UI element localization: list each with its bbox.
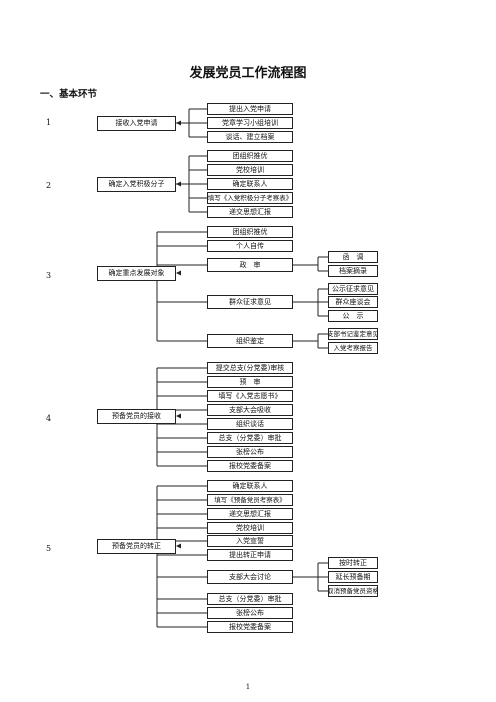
sub-box: 函 调 (328, 251, 378, 263)
step-box: 提交总支(分党委)审核 (207, 362, 293, 374)
step-box: 党校培训 (207, 164, 293, 176)
step-box: 预 审 (207, 376, 293, 388)
sub-box: 公 示 (328, 310, 378, 322)
step-box: 填写《入党志愿书》 (207, 390, 293, 402)
step-box: 递交思想汇报 (207, 508, 293, 520)
sub-box: 公示征求意见 (328, 283, 378, 295)
step-box: 确定联系人 (207, 480, 293, 492)
step-box: 报校党委备案 (207, 460, 293, 472)
sub-box: 支部书记鉴定意见 (328, 328, 378, 340)
stage-box-2: 确定入党积极分子 (97, 177, 176, 192)
step-box: 填写《预备党员考察表》 (207, 494, 293, 506)
step-box: 入党宣誓 (207, 535, 293, 547)
stage-number-4: 4 (46, 414, 52, 423)
stage-box-3: 确定重点发展对象 (97, 266, 176, 281)
step-box: 填写《入党积极分子考察表》 (207, 192, 293, 204)
stage-number-2: 2 (46, 181, 52, 190)
step-box: 团组织推优 (207, 226, 293, 238)
sub-box: 入党考察报告 (328, 342, 378, 354)
step-box: 确定联系人 (207, 178, 293, 190)
step-box: 个人自传 (207, 240, 293, 252)
step-box: 政 审 (207, 258, 293, 272)
arrowhead (176, 543, 181, 549)
step-box: 谈话、建立档案 (207, 131, 293, 143)
page-title: 发展党员工作流程图 (189, 66, 307, 81)
step-box: 支部大会吸收 (207, 404, 293, 416)
arrowhead (176, 181, 181, 187)
stage-box-5: 预备党员的转正 (97, 539, 176, 554)
arrowhead (176, 413, 181, 419)
step-box: 组织谈话 (207, 418, 293, 430)
step-box: 团组织推优 (207, 150, 293, 162)
sub-box: 档案摘录 (328, 265, 378, 277)
stage-number-3: 3 (46, 271, 52, 280)
arrowhead (176, 270, 181, 276)
step-box: 张榜公布 (207, 607, 293, 619)
step-box: 群众征求意见 (207, 295, 293, 309)
arrowhead (176, 120, 181, 126)
stage-box-4: 预备党员的接收 (97, 409, 176, 424)
page-number: 1 (245, 683, 251, 691)
step-box: 递交思想汇报 (207, 206, 293, 218)
step-box: 总支（分党委）审批 (207, 593, 293, 605)
sub-box: 取消预备党员资格 (328, 585, 378, 597)
stage-number-5: 5 (46, 544, 52, 553)
stage-box-1: 接收入党申请 (97, 116, 176, 131)
step-box: 总支（分党委）审批 (207, 432, 293, 444)
step-box: 党章学习小组培训 (207, 117, 293, 129)
step-box: 提出转正申请 (207, 549, 293, 561)
step-box: 报校党委备案 (207, 621, 293, 633)
step-box: 提出入党申请 (207, 103, 293, 115)
step-box: 张榜公布 (207, 446, 293, 458)
sub-box: 群众座谈会 (328, 296, 378, 308)
sub-box: 按时转正 (328, 557, 378, 569)
sub-box: 延长预备期 (328, 571, 378, 583)
section-heading: 一、基本环节 (40, 89, 98, 100)
step-box: 组织鉴定 (207, 334, 293, 348)
stage-number-1: 1 (46, 118, 52, 127)
step-box: 支部大会讨论 (207, 570, 293, 584)
step-box: 党校培训 (207, 522, 293, 534)
